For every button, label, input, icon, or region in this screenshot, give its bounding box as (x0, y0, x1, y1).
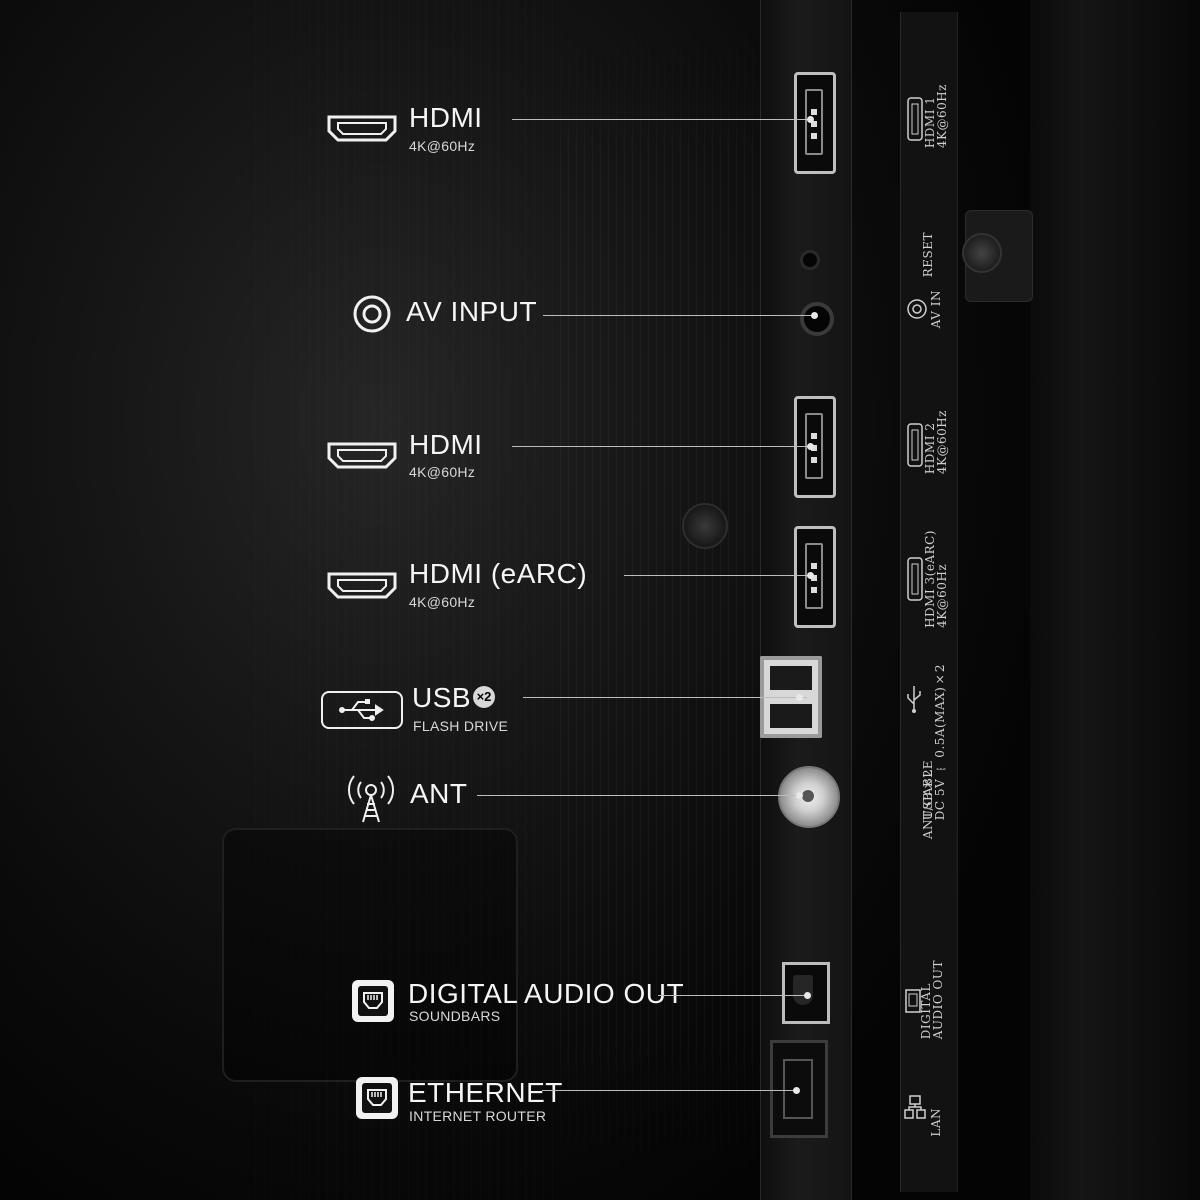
callout-line (543, 315, 813, 316)
hdmi-port-2 (794, 396, 836, 498)
panel-label-reset: RESET (921, 232, 935, 278)
callout-title-usb: USB (412, 682, 472, 713)
callout-dot (807, 572, 814, 579)
callout-subtitle-hdmi3: 4K@60Hz (409, 594, 476, 610)
callout-dot (807, 116, 814, 123)
callout-line (542, 1090, 796, 1091)
stand-frame (1030, 0, 1200, 1200)
callout-dot (807, 443, 814, 450)
callout-dot (811, 312, 818, 319)
hdmi-icon (327, 442, 397, 469)
callout-title-ant: ANT (410, 778, 468, 809)
panel-label-hdmi3: HDMI 3(eARC)4K@60Hz (923, 530, 949, 628)
callout-title-hdmi3: HDMI (eARC) (409, 558, 588, 589)
callout-title-optical: DIGITAL AUDIO OUT (408, 978, 685, 1009)
callout-subtitle-hdmi1: 4K@60Hz (409, 138, 476, 154)
screw-icon (962, 233, 1002, 273)
callout-subtitle-optical: SOUNDBARS (409, 1008, 501, 1024)
optical-small-icon (905, 989, 921, 1013)
callout-title-hdmi2: HDMI (409, 429, 483, 460)
av-in-jack (800, 302, 834, 336)
hdmi-small-icon (907, 97, 923, 141)
label-strip (900, 12, 958, 1192)
usb-small-icon (907, 686, 921, 713)
callout-line (658, 995, 808, 996)
antenna-icon (347, 775, 395, 823)
callout-title-ethernet: ETHERNET (408, 1077, 563, 1108)
av-small-icon (907, 299, 927, 319)
callout-subtitle-hdmi2: 4K@60Hz (409, 464, 476, 480)
hdmi-icon (327, 115, 397, 142)
count-badge: ×2 (473, 686, 495, 708)
callout-title-av: AV INPUT (406, 296, 538, 327)
callout-line (624, 575, 810, 576)
av-input-icon (353, 295, 391, 333)
panel-label-ant: ANT/CABLE (921, 760, 935, 840)
optical-audio-icon (352, 980, 394, 1022)
callout-dot (796, 792, 803, 799)
callout-dot (793, 1087, 800, 1094)
callout-line (512, 119, 810, 120)
vent-cover (222, 828, 518, 1082)
rear-cover-ribs (120, 0, 560, 1200)
usb-icon (321, 691, 403, 729)
callout-dot (796, 694, 803, 701)
rear-panel-ribs (560, 0, 760, 1200)
antenna-port (778, 766, 840, 828)
callout-subtitle-usb: FLASH DRIVE (413, 718, 509, 734)
lan-small-icon (904, 1095, 926, 1119)
callout-line (523, 697, 807, 698)
callout-subtitle-ethernet: INTERNET ROUTER (409, 1108, 547, 1124)
hdmi-port-1 (794, 72, 836, 174)
hdmi-icon (327, 572, 397, 599)
panel-label-lan: LAN (929, 1108, 943, 1137)
hdmi-small-icon (907, 423, 923, 467)
reset-button (800, 250, 820, 270)
ethernet-icon (356, 1077, 398, 1119)
hdmi-port-3 (794, 526, 836, 628)
callout-line (512, 446, 810, 447)
callout-dot (804, 992, 811, 999)
callout-line (477, 795, 799, 796)
hdmi-small-icon (907, 557, 923, 601)
screw-icon (682, 503, 728, 549)
panel-label-av-in: AV IN (929, 290, 943, 329)
callout-title-hdmi1: HDMI (409, 102, 483, 133)
